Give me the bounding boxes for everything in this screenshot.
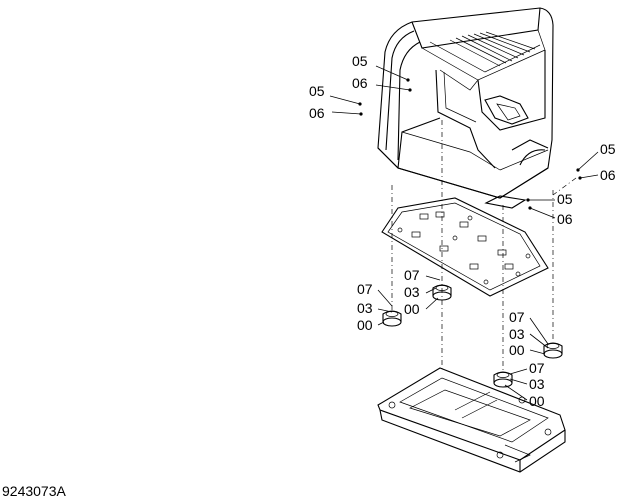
- callout-c18: 07: [529, 360, 545, 376]
- callout-c16: 03: [509, 326, 525, 342]
- mount-rear: [493, 371, 513, 388]
- callout-c4: 06: [309, 105, 325, 121]
- base-frame: [377, 367, 566, 473]
- callout-c19: 03: [529, 376, 545, 392]
- alignment-lines: [391, 120, 577, 372]
- leader-dots: [358, 78, 582, 210]
- callout-c17: 00: [509, 342, 525, 358]
- drawing-code: 9243073A: [2, 483, 67, 499]
- callout-labels: 05 06 05 06 05 06 05 06 07 03 00 07 03 0…: [309, 53, 616, 409]
- mount-right: [543, 342, 563, 359]
- callout-c3: 05: [309, 83, 325, 99]
- callout-c1: 05: [352, 53, 368, 69]
- callout-c2: 06: [352, 75, 368, 91]
- leader-lines: [329, 65, 599, 401]
- callout-c12: 07: [404, 267, 420, 283]
- callout-c13: 03: [404, 284, 420, 300]
- callout-c9: 07: [357, 281, 373, 297]
- callout-c20: 00: [529, 393, 545, 409]
- cab-frame: [377, 7, 554, 209]
- callout-c6: 06: [600, 167, 616, 183]
- mount-left: [382, 310, 402, 327]
- callout-c8: 06: [557, 211, 573, 227]
- callout-c14: 00: [404, 301, 420, 317]
- floor-plate: [381, 197, 549, 297]
- callout-c5: 05: [600, 141, 616, 157]
- callout-c7: 05: [557, 191, 573, 207]
- callout-c11: 00: [357, 317, 373, 333]
- callout-c15: 07: [509, 309, 525, 325]
- callout-c10: 03: [357, 300, 373, 316]
